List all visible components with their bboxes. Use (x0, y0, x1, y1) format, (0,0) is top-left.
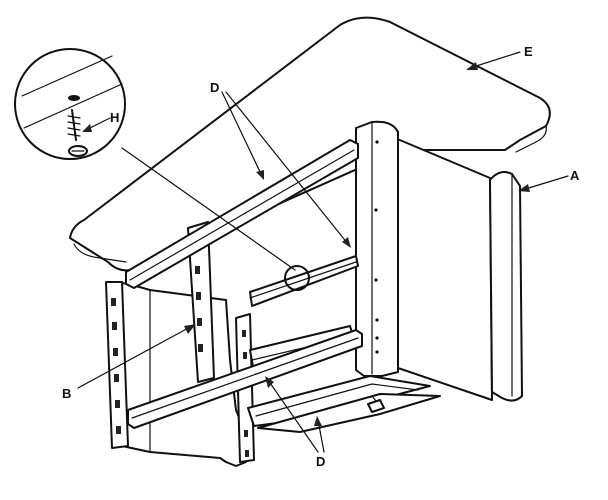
detail-inset (14, 48, 296, 271)
label-b: B (62, 386, 71, 401)
callout-d-top: D (210, 80, 351, 248)
callout-d-bottom: D (265, 376, 325, 469)
callout-h: H (82, 110, 119, 132)
left-slotted-bracket (105, 281, 129, 449)
label-h: H (110, 110, 119, 125)
callout-e: E (466, 44, 533, 70)
upper-drawer-slide (249, 255, 359, 307)
label-a: A (570, 168, 580, 183)
mounting-screw-target (284, 265, 310, 291)
part-a-panel (489, 171, 523, 402)
label-d-bottom: D (316, 454, 325, 469)
label-d-top: D (210, 80, 219, 95)
left-leg-panel (117, 281, 247, 467)
callout-a: A (518, 168, 580, 192)
label-e: E (524, 44, 533, 59)
upper-rail (125, 139, 359, 289)
desk-top-panel (69, 16, 551, 272)
bottom-drawer-rails (247, 375, 441, 433)
callout-b: B (62, 324, 196, 401)
lower-rail (127, 329, 363, 429)
